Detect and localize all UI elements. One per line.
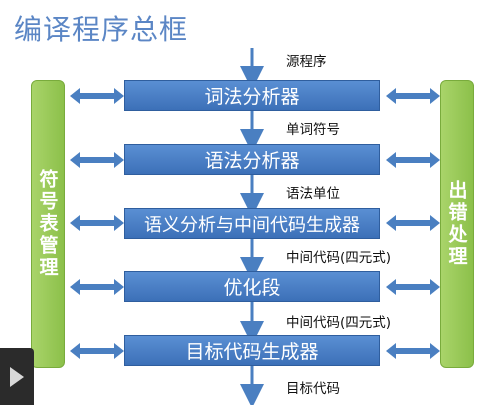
left-double-arrow-4 — [70, 279, 124, 295]
flow-label-ir-1: 中间代码(四元式) — [286, 250, 392, 266]
flow-label-source: 源程序 — [286, 54, 327, 70]
left-arrows — [70, 88, 124, 359]
right-double-arrow-1 — [386, 88, 440, 104]
flow-label-tokens: 单词符号 — [286, 122, 340, 138]
stage-lexical-analyzer: 词法分析器 — [124, 80, 380, 111]
symbol-table-box: 符号表管理 — [31, 80, 65, 368]
stage-code-generator: 目标代码生成器 — [124, 335, 380, 366]
play-icon — [10, 366, 24, 387]
flow-label-ir-2: 中间代码(四元式) — [286, 315, 392, 331]
left-double-arrow-3 — [70, 215, 124, 231]
left-double-arrow-1 — [70, 88, 124, 104]
stage-semantic-ir-generator: 语义分析与中间代码生成器 — [124, 208, 380, 239]
flow-label-syntax-units: 语法单位 — [286, 186, 340, 202]
stage-syntax-analyzer: 语法分析器 — [124, 144, 380, 175]
play-button[interactable] — [0, 348, 34, 405]
diagram-title: 编译程序总框 — [14, 13, 189, 46]
right-double-arrow-2 — [386, 152, 440, 168]
stage-optimizer: 优化段 — [124, 271, 380, 302]
right-arrows — [386, 88, 440, 359]
right-double-arrow-5 — [386, 343, 440, 359]
error-handling-box: 出错处理 — [440, 80, 474, 368]
left-double-arrow-5 — [70, 343, 124, 359]
left-double-arrow-2 — [70, 152, 124, 168]
right-double-arrow-3 — [386, 215, 440, 231]
right-double-arrow-4 — [386, 279, 440, 295]
flow-label-target: 目标代码 — [286, 381, 340, 397]
